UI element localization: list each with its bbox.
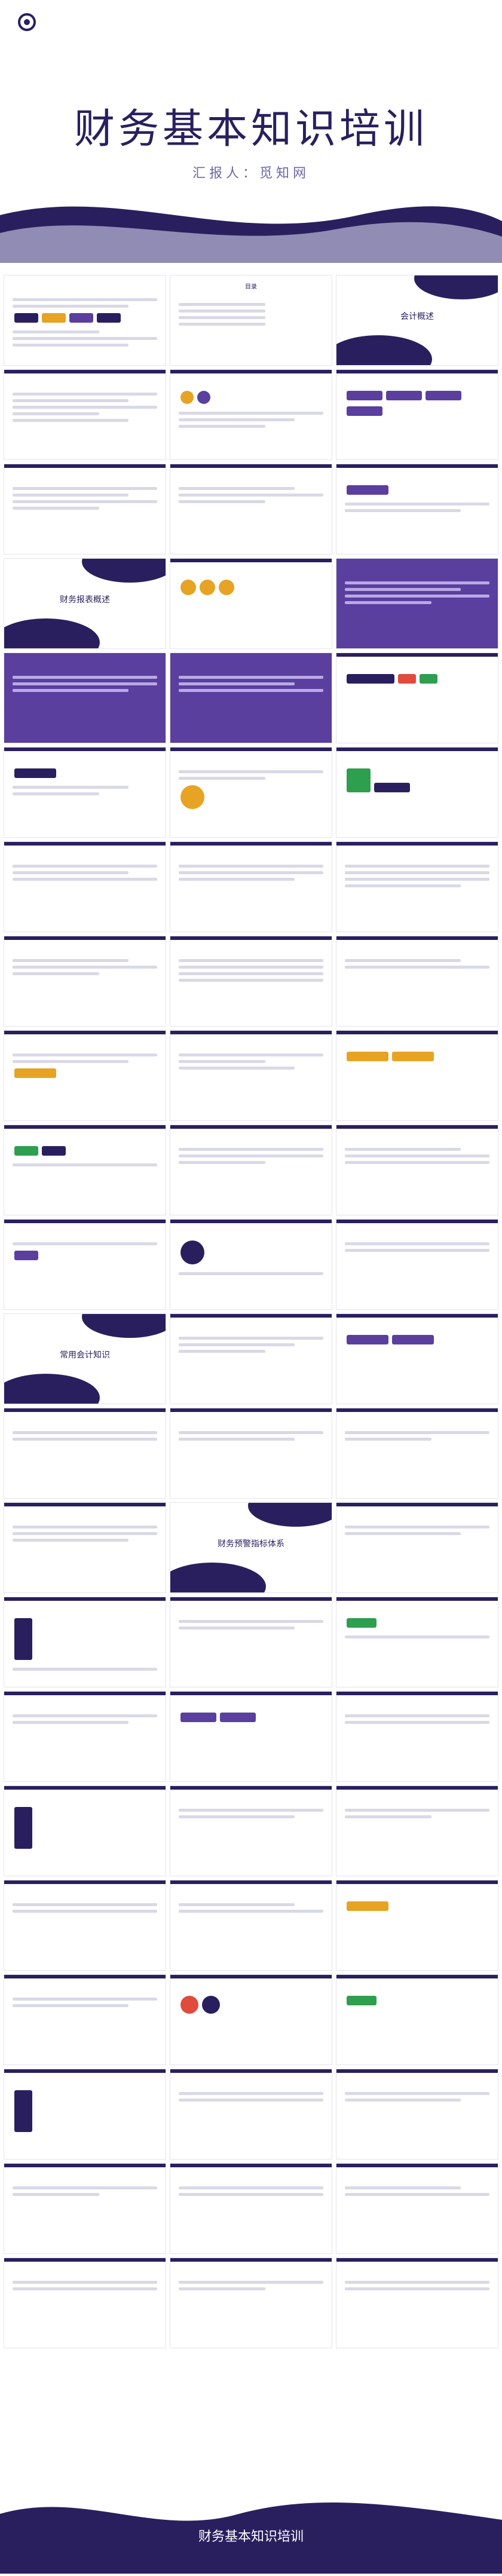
slide-thumb[interactable] — [4, 1974, 166, 2065]
slide-thumb[interactable] — [170, 936, 332, 1027]
slide-thumb[interactable] — [336, 2069, 498, 2160]
slide-thumb[interactable] — [336, 1408, 498, 1499]
slide-thumb[interactable] — [4, 1691, 166, 1782]
slide-thumb[interactable] — [170, 1597, 332, 1687]
slide-thumb[interactable] — [4, 2163, 166, 2254]
slide-thumb[interactable] — [4, 1785, 166, 1876]
slide-thumb[interactable] — [336, 1597, 498, 1687]
slide-section-2[interactable]: 财务报表概述 — [4, 558, 166, 649]
slide-thumb[interactable] — [4, 1502, 166, 1593]
slide-thumb[interactable] — [336, 747, 498, 838]
slide-thumb[interactable] — [4, 1880, 166, 1971]
slide-thumb[interactable] — [4, 2069, 166, 2160]
slide-thumb[interactable] — [336, 558, 498, 649]
slide-thumb[interactable] — [170, 558, 332, 649]
slide-section-4[interactable]: 财务预警指标体系 — [170, 1502, 332, 1593]
slide-thumb[interactable] — [4, 1030, 166, 1121]
main-title: 财务基本知识培训 — [74, 106, 428, 153]
slide-thumb[interactable] — [170, 1974, 332, 2065]
logo-icon — [18, 13, 36, 31]
closing-slide: 财务基本知识培训 — [0, 2490, 502, 2574]
slide-thumb[interactable] — [336, 369, 498, 460]
slide-thumb[interactable] — [170, 2069, 332, 2160]
slide-thumb[interactable] — [336, 936, 498, 1027]
toc-title: 目录 — [245, 284, 257, 290]
slide-thumb[interactable] — [336, 464, 498, 555]
slide-section-3[interactable]: 常用会计知识 — [4, 1313, 166, 1404]
slide-thumb[interactable] — [336, 1785, 498, 1876]
slide-thumb[interactable] — [4, 747, 166, 838]
slide-thumbnail-grid: 目录 会计概述 财务报表概述 — [0, 275, 502, 2352]
slide-thumb[interactable] — [4, 275, 166, 366]
slide-thumb[interactable] — [170, 1219, 332, 1310]
slide-thumb[interactable] — [4, 369, 166, 460]
decorative-wave — [0, 206, 502, 263]
slide-thumb[interactable] — [336, 1313, 498, 1404]
closing-title: 财务基本知识培训 — [198, 2529, 304, 2544]
slide-thumb[interactable] — [170, 1408, 332, 1499]
slide-thumb[interactable] — [170, 1880, 332, 1971]
slide-thumb[interactable] — [4, 936, 166, 1027]
slide-thumb[interactable] — [336, 1974, 498, 2065]
slide-thumb[interactable] — [4, 1219, 166, 1310]
slide-thumb[interactable] — [336, 1502, 498, 1593]
slide-thumb[interactable] — [4, 1408, 166, 1499]
slide-thumb[interactable] — [170, 1030, 332, 1121]
slide-thumb[interactable] — [170, 464, 332, 555]
slide-thumb[interactable] — [170, 653, 332, 743]
slide-thumb[interactable] — [170, 1785, 332, 1876]
slide-thumb[interactable] — [336, 2163, 498, 2254]
slide-thumb[interactable] — [336, 1030, 498, 1121]
section-title-4: 财务预警指标体系 — [218, 1539, 284, 1549]
decorative-wave — [0, 2503, 502, 2574]
slide-thumb[interactable] — [170, 1125, 332, 1215]
slide-thumb[interactable] — [170, 2163, 332, 2254]
title-slide: 财务基本知识培训 汇报人：觅知网 — [0, 0, 502, 263]
slide-thumb[interactable] — [336, 653, 498, 743]
slide-thumb[interactable] — [170, 2258, 332, 2348]
slide-thumb[interactable] — [4, 653, 166, 743]
slide-thumb[interactable] — [170, 1313, 332, 1404]
slide-thumb[interactable] — [336, 841, 498, 932]
slide-thumb[interactable] — [170, 841, 332, 932]
slide-toc[interactable]: 目录 — [170, 275, 332, 366]
slide-section-1[interactable]: 会计概述 — [336, 275, 498, 366]
slide-thumb[interactable] — [336, 2258, 498, 2348]
slide-thumb[interactable] — [170, 369, 332, 460]
slide-thumb[interactable] — [4, 2258, 166, 2348]
section-title-1: 会计概述 — [400, 312, 434, 321]
slide-thumb[interactable] — [4, 464, 166, 555]
reporter-line: 汇报人：觅知网 — [192, 166, 310, 181]
slide-thumb[interactable] — [4, 1125, 166, 1215]
slide-thumb[interactable] — [4, 1597, 166, 1687]
slide-thumb[interactable] — [336, 1219, 498, 1310]
slide-thumb[interactable] — [336, 1880, 498, 1971]
section-title-3: 常用会计知识 — [60, 1350, 110, 1360]
slide-thumb[interactable] — [336, 1691, 498, 1782]
section-title-2: 财务报表概述 — [60, 595, 110, 605]
slide-thumb[interactable] — [170, 747, 332, 838]
slide-thumb[interactable] — [336, 1125, 498, 1215]
slide-thumb[interactable] — [170, 1691, 332, 1782]
slide-thumb[interactable] — [4, 841, 166, 932]
